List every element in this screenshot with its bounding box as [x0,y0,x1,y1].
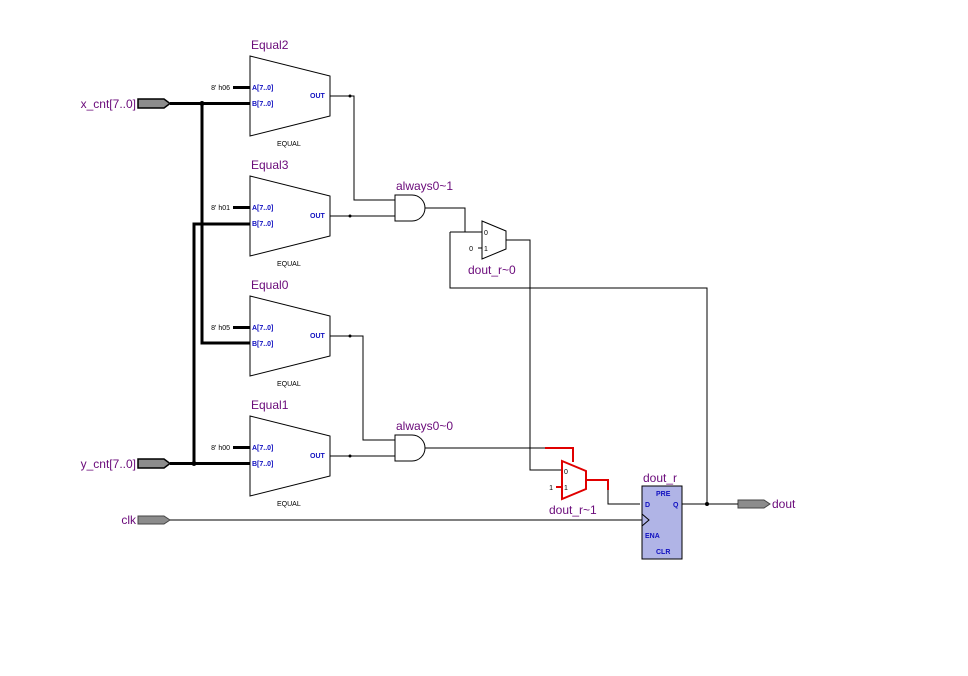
mux0-in0: 0 [484,230,488,237]
ff-pre: PRE [656,491,671,498]
wires-and1 [330,95,395,217]
const-a-buses [233,86,250,449]
equal2-type: EQUAL [277,141,301,148]
equal1-label: Equal1 [251,398,289,412]
equal1-type: EQUAL [277,501,301,508]
mux0-in1: 1 [484,246,488,253]
ff-q: Q [673,502,679,509]
pin-x-cnt[interactable]: x_cnt[7..0] [81,97,172,111]
comparator-equal0[interactable]: Equal0 8' h05 A[7..0] B[7..0] OUT EQUAL [211,278,331,388]
equal2-b: B[7..0] [252,101,273,108]
pin-clk-label: clk [121,513,137,527]
equal3-type: EQUAL [277,261,301,268]
bus-y-cnt [170,222,250,465]
flip-flop-dout-r[interactable]: dout_r PRE D Q ENA CLR [641,471,683,560]
ff-ena: ENA [645,533,660,540]
equal2-label: Equal2 [251,38,289,52]
equal3-out: OUT [310,213,326,220]
equal1-a: A[7..0] [252,445,273,452]
equal2-a: A[7..0] [252,85,273,92]
and-gate-always0-1[interactable]: always0~1 [394,179,453,222]
equal0-a: A[7..0] [252,325,273,332]
equal0-type: EQUAL [277,381,301,388]
mux0-const: 0 [469,246,473,253]
wires-mux1 [425,447,640,505]
wires-and0 [330,335,395,457]
comparator-equal2[interactable]: Equal2 8' h06 A[7..0] B[7..0] OUT EQUAL [211,38,331,148]
equal1-out: OUT [310,453,326,460]
junctions [191,94,709,506]
equal3-a: A[7..0] [252,205,273,212]
wires-mux0 [425,207,708,504]
equal3-b: B[7..0] [252,221,273,228]
always0-0-label: always0~0 [396,419,453,433]
pin-x-cnt-label: x_cnt[7..0] [81,97,136,111]
always0-1-label: always0~1 [396,179,453,193]
pin-dout-label: dout [772,497,796,511]
and-gate-always0-0[interactable]: always0~0 [394,419,453,462]
mux1-const: 1 [549,485,553,492]
pin-y-cnt[interactable]: y_cnt[7..0] [81,457,172,471]
equal0-out: OUT [310,333,326,340]
equal0-const: 8' h05 [211,325,230,332]
equal0-b: B[7..0] [252,341,273,348]
ff-d: D [645,502,650,509]
comparator-equal3[interactable]: Equal3 8' h01 A[7..0] B[7..0] OUT EQUAL [211,158,331,268]
equal3-label: Equal3 [251,158,289,172]
pin-clk[interactable]: clk [121,513,171,527]
ff-clr: CLR [656,549,670,556]
mux1-in0: 0 [564,469,568,476]
mux1-in1: 1 [564,485,568,492]
mux1-label: dout_r~1 [549,503,597,517]
equal3-const: 8' h01 [211,205,230,212]
mux-dout-r-0[interactable]: 0 1 0 dout_r~0 [468,220,516,277]
ff-label: dout_r [643,471,677,485]
equal0-label: Equal0 [251,278,289,292]
equal2-out: OUT [310,93,326,100]
pin-y-cnt-label: y_cnt[7..0] [81,457,136,471]
mux0-label: dout_r~0 [468,263,516,277]
equal1-b: B[7..0] [252,461,273,468]
bus-x-cnt [170,102,250,345]
equal1-const: 8' h00 [211,445,230,452]
pin-dout[interactable]: dout [737,497,796,511]
equal2-const: 8' h06 [211,85,230,92]
comparator-equal1[interactable]: Equal1 8' h00 A[7..0] B[7..0] OUT EQUAL [211,398,331,508]
mux-dout-r-1[interactable]: 0 1 1 dout_r~1 [549,459,597,517]
